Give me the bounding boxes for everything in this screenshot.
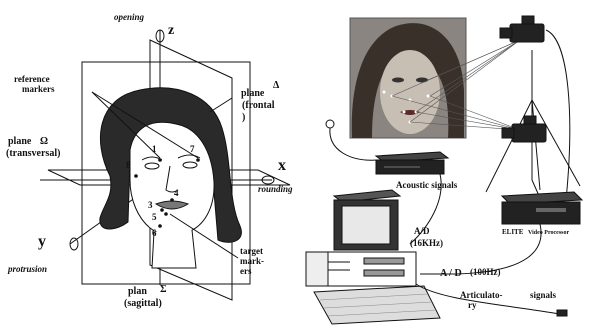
ad-articulatory-label: A / D [440,268,462,279]
ad-audio-label: A/D [414,226,430,236]
plane-delta-symbol: Δ [273,80,280,91]
y-axis-label: y [38,233,46,250]
plan-sigma-symbol: Σ [160,284,167,295]
articulatory-label-1: Articulato- [460,290,503,300]
camera-upper-icon [500,16,544,42]
plane-delta-leader [210,98,232,112]
plane-omega-word: plane [8,136,32,147]
reference-markers-label-2: markers [22,84,55,94]
computer-icon [306,190,440,324]
marker-number-5: 5 [152,212,157,222]
plane-omega-caption: (transversal) [6,148,60,159]
marker-number-7: 7 [190,144,195,154]
protrusion-label: protrusion [7,264,47,274]
marker-number-6: 6 [152,228,157,238]
y-axis-arrow-ring [70,238,78,250]
elite-processor-icon [502,192,582,224]
rounding-label: rounding [258,184,293,194]
target-markers-label-1: target [240,246,263,256]
microphone-icon [326,120,334,128]
target-markers-label-3: ers [240,266,252,276]
video-processor-label: Video Processor [528,230,569,236]
z-axis-label: z [168,23,174,38]
computer-tower [306,252,328,286]
computer-screen [342,206,390,244]
plane-omega-symbol: Ω [40,136,48,147]
acoustic-signals-label: Acoustic signals [396,180,458,190]
photo-eye-left [392,78,404,83]
articulatory-label-2: ry [468,300,477,310]
elite-label: ELITE [502,228,524,236]
cable-plug [557,310,567,316]
marker-number-3: 3 [148,200,153,210]
articulatory-label-3: signals [530,290,557,300]
audio-amplifier-icon [376,152,448,174]
ad-articulatory-rate: (100Hz) [470,267,501,277]
target-markers-label-2: mark- [240,256,264,266]
opening-label: opening [114,12,145,22]
plan-sigma-word: plan [128,286,147,297]
plane-delta-word: plane [241,88,265,99]
camera-lower-icon [502,116,546,142]
marker-number-4: 4 [174,188,179,198]
plane-delta-close: ) [242,112,245,123]
neck [152,230,196,268]
x-axis-label: x [278,157,286,174]
ad-audio-rate: (16KHz) [410,238,443,248]
marker-number-1: 1 [152,144,157,154]
camera-cable [546,30,570,200]
reference-markers-label-1: reference [14,74,50,84]
marker-number-8: 8 [126,160,131,170]
plane-delta-caption: (frontal [242,100,275,111]
plan-sigma-caption: (sagittal) [124,298,162,309]
photo-eye-right [416,78,428,83]
